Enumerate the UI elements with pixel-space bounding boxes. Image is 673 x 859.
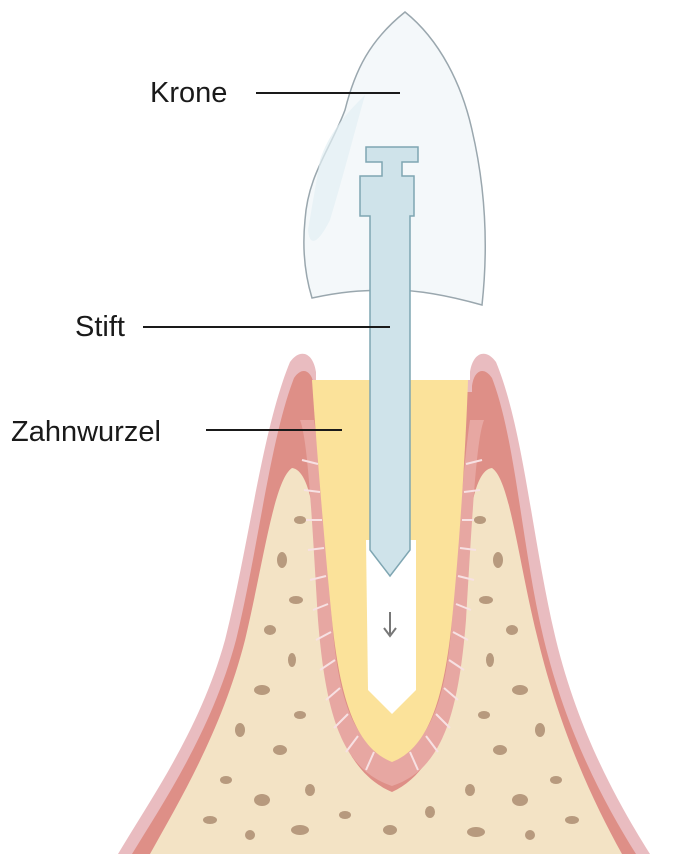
label-crown: Krone	[150, 79, 227, 108]
label-post: Stift	[75, 313, 125, 342]
label-root: Zahnwurzel	[11, 418, 161, 447]
